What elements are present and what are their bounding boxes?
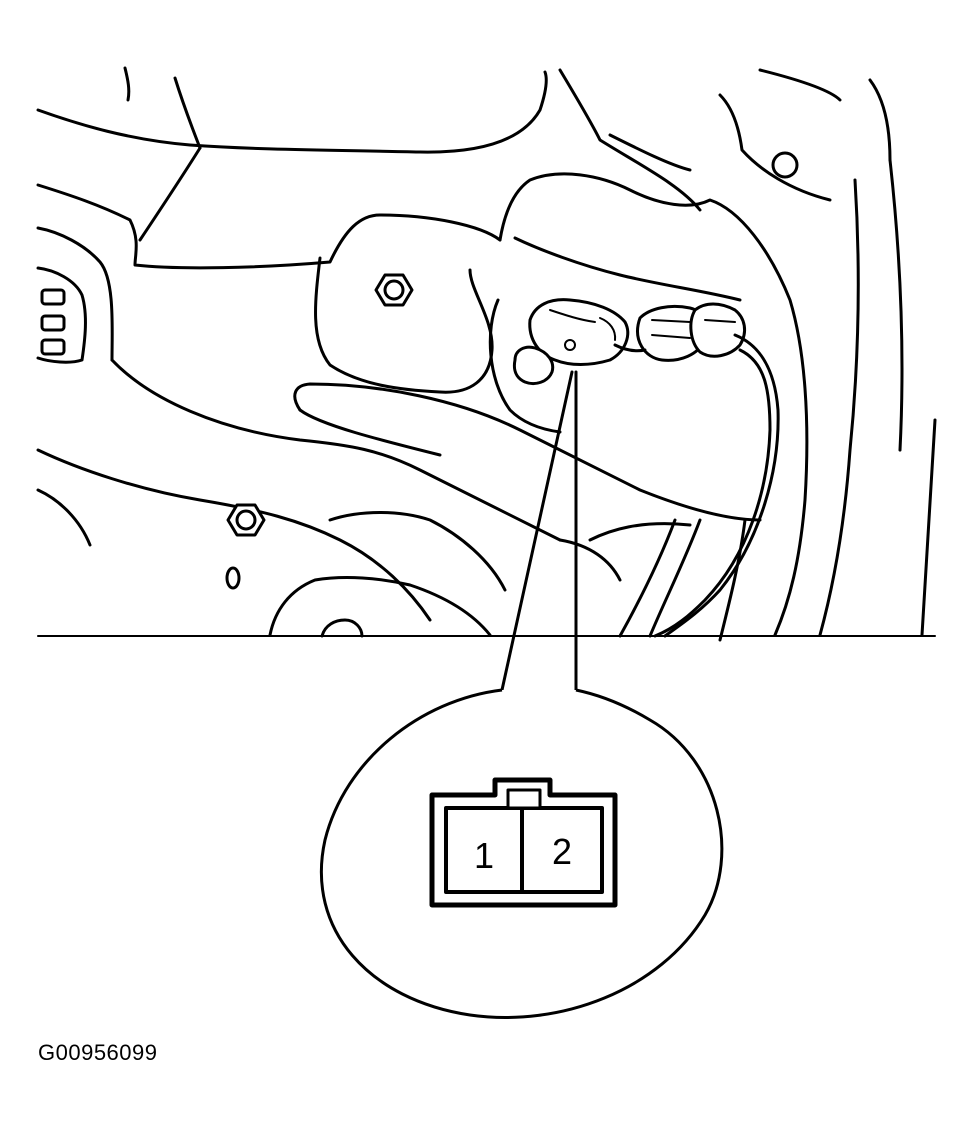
connector-pin-2: 2 <box>552 831 572 872</box>
mount-hole-bottom <box>320 618 364 638</box>
connector-face <box>429 777 618 908</box>
door-panel-outline <box>36 66 937 642</box>
connector-detail-callout: 1 2 <box>319 688 724 1019</box>
wire-harness <box>613 333 780 638</box>
mount-hole <box>225 566 241 590</box>
door-lock-switch <box>512 298 630 386</box>
connector-pin-1: 1 <box>474 835 494 876</box>
mount-hole-upper-right <box>771 151 799 179</box>
figure-code-label: G00956099 <box>38 1040 158 1065</box>
wiring-harness-connector <box>636 302 747 362</box>
callout-leader <box>500 370 578 692</box>
bolt-lower <box>226 503 266 537</box>
bolt-upper <box>374 273 414 307</box>
